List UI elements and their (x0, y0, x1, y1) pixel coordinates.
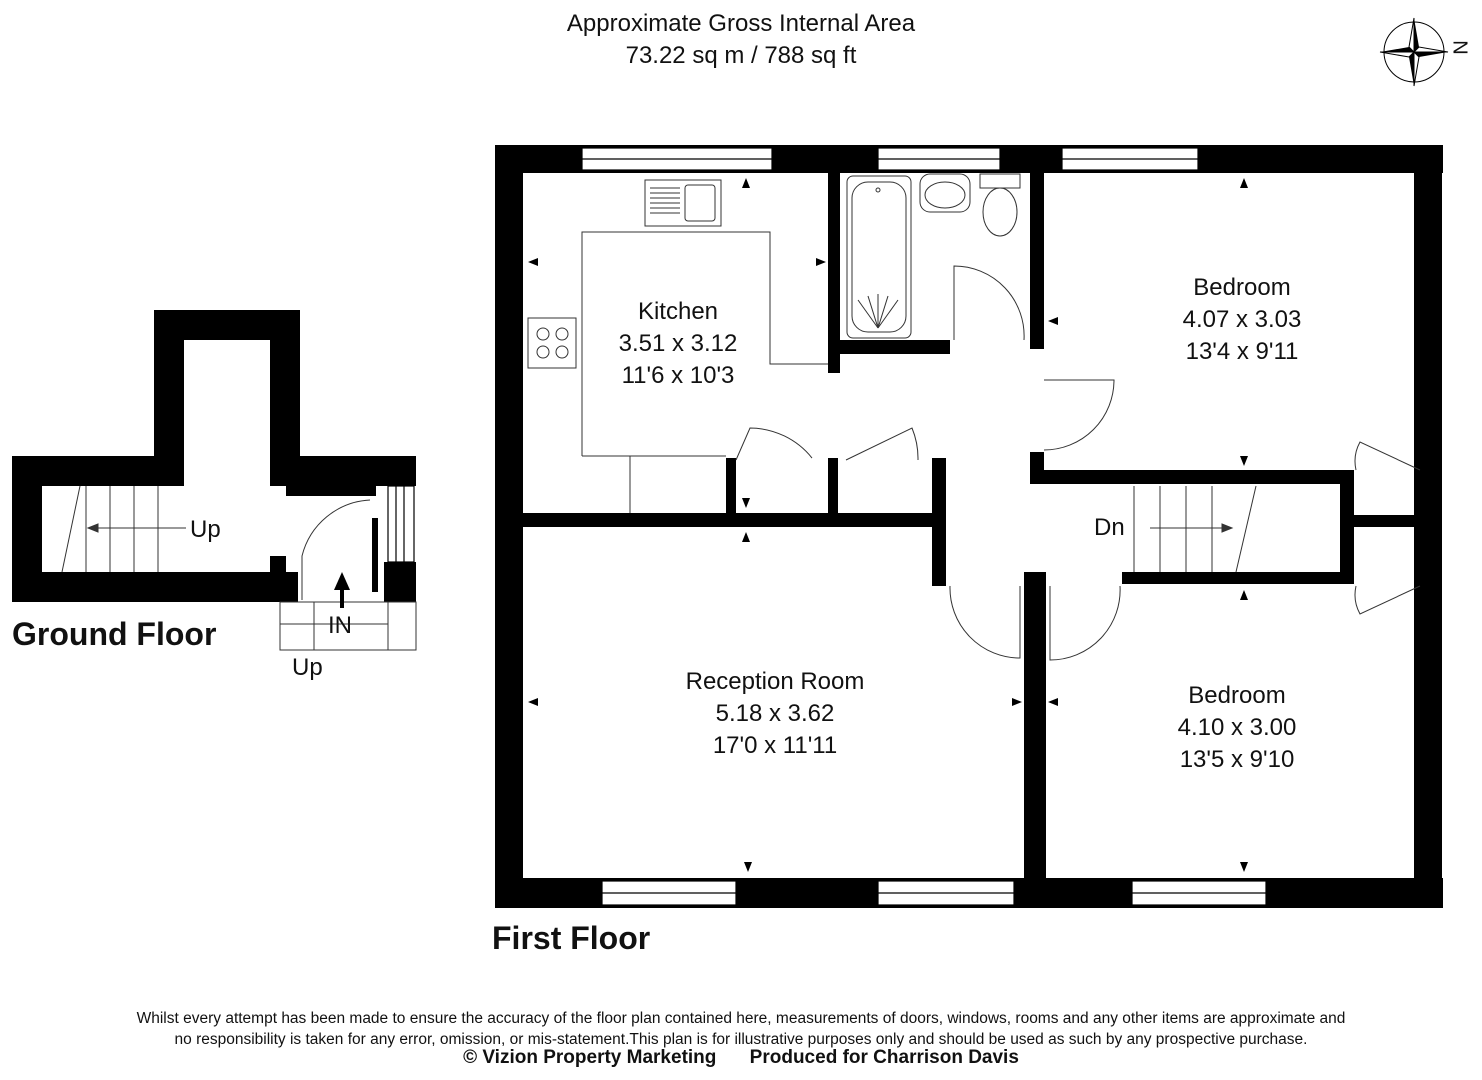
steps-up-label: Up (292, 654, 323, 681)
disclaimer-line-2: no responsibility is taken for any error… (174, 1031, 1308, 1048)
ground-stairs-up-label: Up (190, 516, 221, 543)
room-kitchen: Kitchen 3.51 x 3.12 11'6 x 10'3 (578, 296, 778, 392)
produced-for: Produced for Charrison Davis (749, 1047, 1019, 1068)
bathroom-fixtures (846, 173, 1021, 339)
room-imperial: 11'6 x 10'3 (621, 362, 735, 389)
ground-floor-title: Ground Floor (12, 616, 217, 652)
ground-floor-window (387, 485, 415, 563)
room-metric: 3.51 x 3.12 (618, 330, 738, 357)
entrance-arrow (334, 572, 350, 608)
disclaimer-line-1: Whilst every attempt has been made to en… (136, 1010, 1346, 1027)
room-name: Bedroom (1193, 274, 1291, 301)
door-swings (735, 265, 1421, 661)
room-imperial: 13'4 x 9'11 (1185, 338, 1299, 365)
room-imperial: 17'0 x 11'11 (712, 732, 838, 759)
room-imperial: 13'5 x 9'10 (1179, 746, 1295, 773)
room-metric: 5.18 x 3.62 (715, 700, 835, 727)
area-header: Approximate Gross Internal Area 73.22 sq… (0, 8, 1482, 72)
room-metric: 4.07 x 3.03 (1182, 306, 1302, 333)
first-floor-title: First Floor (492, 920, 651, 956)
ground-floor-walls (12, 310, 416, 602)
credits: © Vizion Property Marketing Produced for… (0, 1047, 1482, 1069)
room-bedroom-2: Bedroom 4.10 x 3.00 13'5 x 9'10 (1137, 680, 1337, 776)
room-name: Bedroom (1188, 682, 1286, 709)
kitchen-fixtures (527, 179, 828, 513)
room-reception: Reception Room 5.18 x 3.62 17'0 x 11'11 (650, 666, 900, 762)
ground-floor-stairs (61, 485, 417, 651)
room-bedroom-1: Bedroom 4.07 x 3.03 13'4 x 9'11 (1142, 272, 1342, 368)
entrance-label: IN (328, 612, 352, 639)
first-floor-walls (495, 145, 1443, 908)
area-title: Approximate Gross Internal Area (566, 10, 916, 37)
first-stairs-down-label: Dn (1094, 514, 1125, 541)
compass-icon (1379, 17, 1449, 87)
dimension-markers (528, 178, 1438, 872)
room-name: Reception Room (685, 668, 865, 695)
first-floor-stairs (1133, 485, 1257, 573)
compass-north-label: N (1448, 40, 1471, 55)
room-metric: 4.10 x 3.00 (1177, 714, 1297, 741)
first-floor-windows (581, 147, 1267, 906)
room-name: Kitchen (637, 298, 719, 325)
disclaimer: Whilst every attempt has been made to en… (0, 1008, 1482, 1050)
area-value: 73.22 sq m / 788 sq ft (625, 42, 857, 69)
copyright: © Vizion Property Marketing (463, 1047, 717, 1068)
